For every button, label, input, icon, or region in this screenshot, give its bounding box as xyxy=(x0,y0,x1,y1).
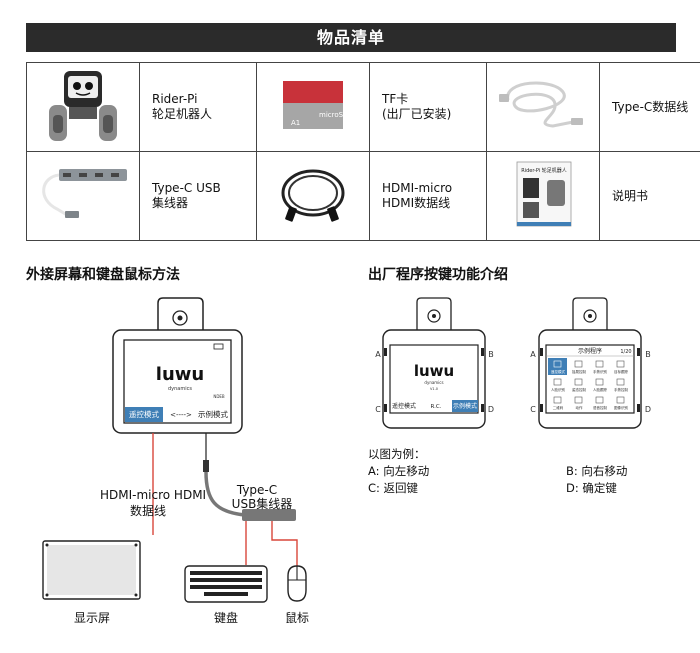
mouse-label: 鼠标 xyxy=(285,611,309,625)
button-b-desc: B: 向右移动 xyxy=(566,464,628,478)
button-c-desc: C: 返回键 xyxy=(368,481,419,495)
device1-button-c: C xyxy=(375,405,381,414)
hdmi-label-line1: HDMI-micro HDMI xyxy=(100,488,206,502)
app-1: 摇晃控制 xyxy=(572,369,586,374)
device2-page: 1/20 xyxy=(620,349,631,355)
tf-card-image-cell: microSD A1 xyxy=(256,62,370,152)
device2-button-b: B xyxy=(645,350,651,359)
device1-mid: R.C. xyxy=(431,404,442,410)
screen-brand-sub: dynamics xyxy=(168,386,192,392)
svg-text:A1: A1 xyxy=(291,119,300,127)
mouse-icon xyxy=(287,565,307,602)
device2-button-c: C xyxy=(530,405,536,414)
remote-mode-highlight xyxy=(125,407,163,422)
device2-title: 示例程序 xyxy=(578,347,602,355)
app-6: 人脸跟踪 xyxy=(593,387,607,392)
factory-buttons-heading: 出厂程序按键功能介绍 xyxy=(368,267,508,283)
usb-hub-diagram-icon xyxy=(242,509,296,521)
demo-mode-label: 示例模式 xyxy=(198,409,228,419)
app-3: 目标跟踪 xyxy=(614,369,628,374)
robot-icon xyxy=(49,71,117,141)
device1-version: V1.0 xyxy=(430,387,438,391)
device2-button-a: A xyxy=(530,350,536,359)
app-8: 二维码 xyxy=(553,405,564,410)
hdmi-label-line2: 数据线 xyxy=(130,503,166,518)
keyboard-label: 键盘 xyxy=(214,610,238,625)
mode-arrow: <----> xyxy=(170,411,192,419)
button-d-desc: D: 确定键 xyxy=(566,481,617,495)
device1-brand: luwu xyxy=(414,362,454,380)
external-screen-heading: 外接屏幕和键盘鼠标方法 xyxy=(26,267,180,283)
app-7: 手势控制 xyxy=(614,387,628,392)
screen-brand-logo: luwu xyxy=(156,364,204,385)
app-9: 动作 xyxy=(576,405,584,410)
device1-button-d: D xyxy=(488,405,494,414)
button-a-desc: A: 向左移动 xyxy=(368,464,430,478)
svg-text:microSD: microSD xyxy=(319,111,348,119)
device1-demo: 示例模式 xyxy=(453,402,477,410)
hub-label-line2: USB集线器 xyxy=(232,496,293,511)
manual-icon: Rider-Pi 轮足机器人 xyxy=(516,161,572,227)
manual-label: 说明书 xyxy=(599,151,700,241)
hub-label-line1: Type-C xyxy=(236,483,277,497)
tf-card-icon: microSD A1 xyxy=(283,81,348,129)
screen-tag: NDEB xyxy=(213,394,225,399)
app-5: 姿态控制 xyxy=(572,387,586,392)
app-2: 手势识别 xyxy=(593,369,607,374)
remote-mode-label: 遥控模式 xyxy=(129,409,159,419)
device1-button-a: A xyxy=(375,350,381,359)
app-0: 遥控模式 xyxy=(551,369,565,374)
mount-hole-icon xyxy=(172,310,188,326)
usb-hub-icon xyxy=(42,169,127,218)
manual-cover-title: Rider-Pi 轮足机器人 xyxy=(521,167,567,174)
device1-sub: dynamics xyxy=(424,380,443,385)
tf-card-label: TF卡(出厂已安装) xyxy=(369,62,487,152)
app-10: 语音控制 xyxy=(593,405,607,410)
manual-image-cell: Rider-Pi 轮足机器人 xyxy=(486,151,600,241)
usb-cable-icon xyxy=(499,81,583,128)
example-intro: 以图为例： xyxy=(368,447,426,461)
robot-image-cell xyxy=(26,62,140,152)
usb-hub-image-cell xyxy=(26,151,140,241)
hdmi-cable-icon xyxy=(281,169,345,222)
hdmi-cable-image-cell xyxy=(256,151,370,241)
battery-icon xyxy=(213,343,224,350)
typec-plug-icon xyxy=(203,460,209,472)
app-11: 图像识别 xyxy=(614,405,628,410)
device1-button-b: B xyxy=(488,350,494,359)
typec-cable-label: Type-C数据线 xyxy=(599,62,700,152)
display-label: 显示屏 xyxy=(74,611,110,625)
app-4: 人脸识别 xyxy=(551,387,565,392)
device2-button-d: D xyxy=(645,405,651,414)
inventory-title-banner: 物品清单 xyxy=(26,23,676,52)
device1-remote: 遥控模式 xyxy=(392,402,416,410)
